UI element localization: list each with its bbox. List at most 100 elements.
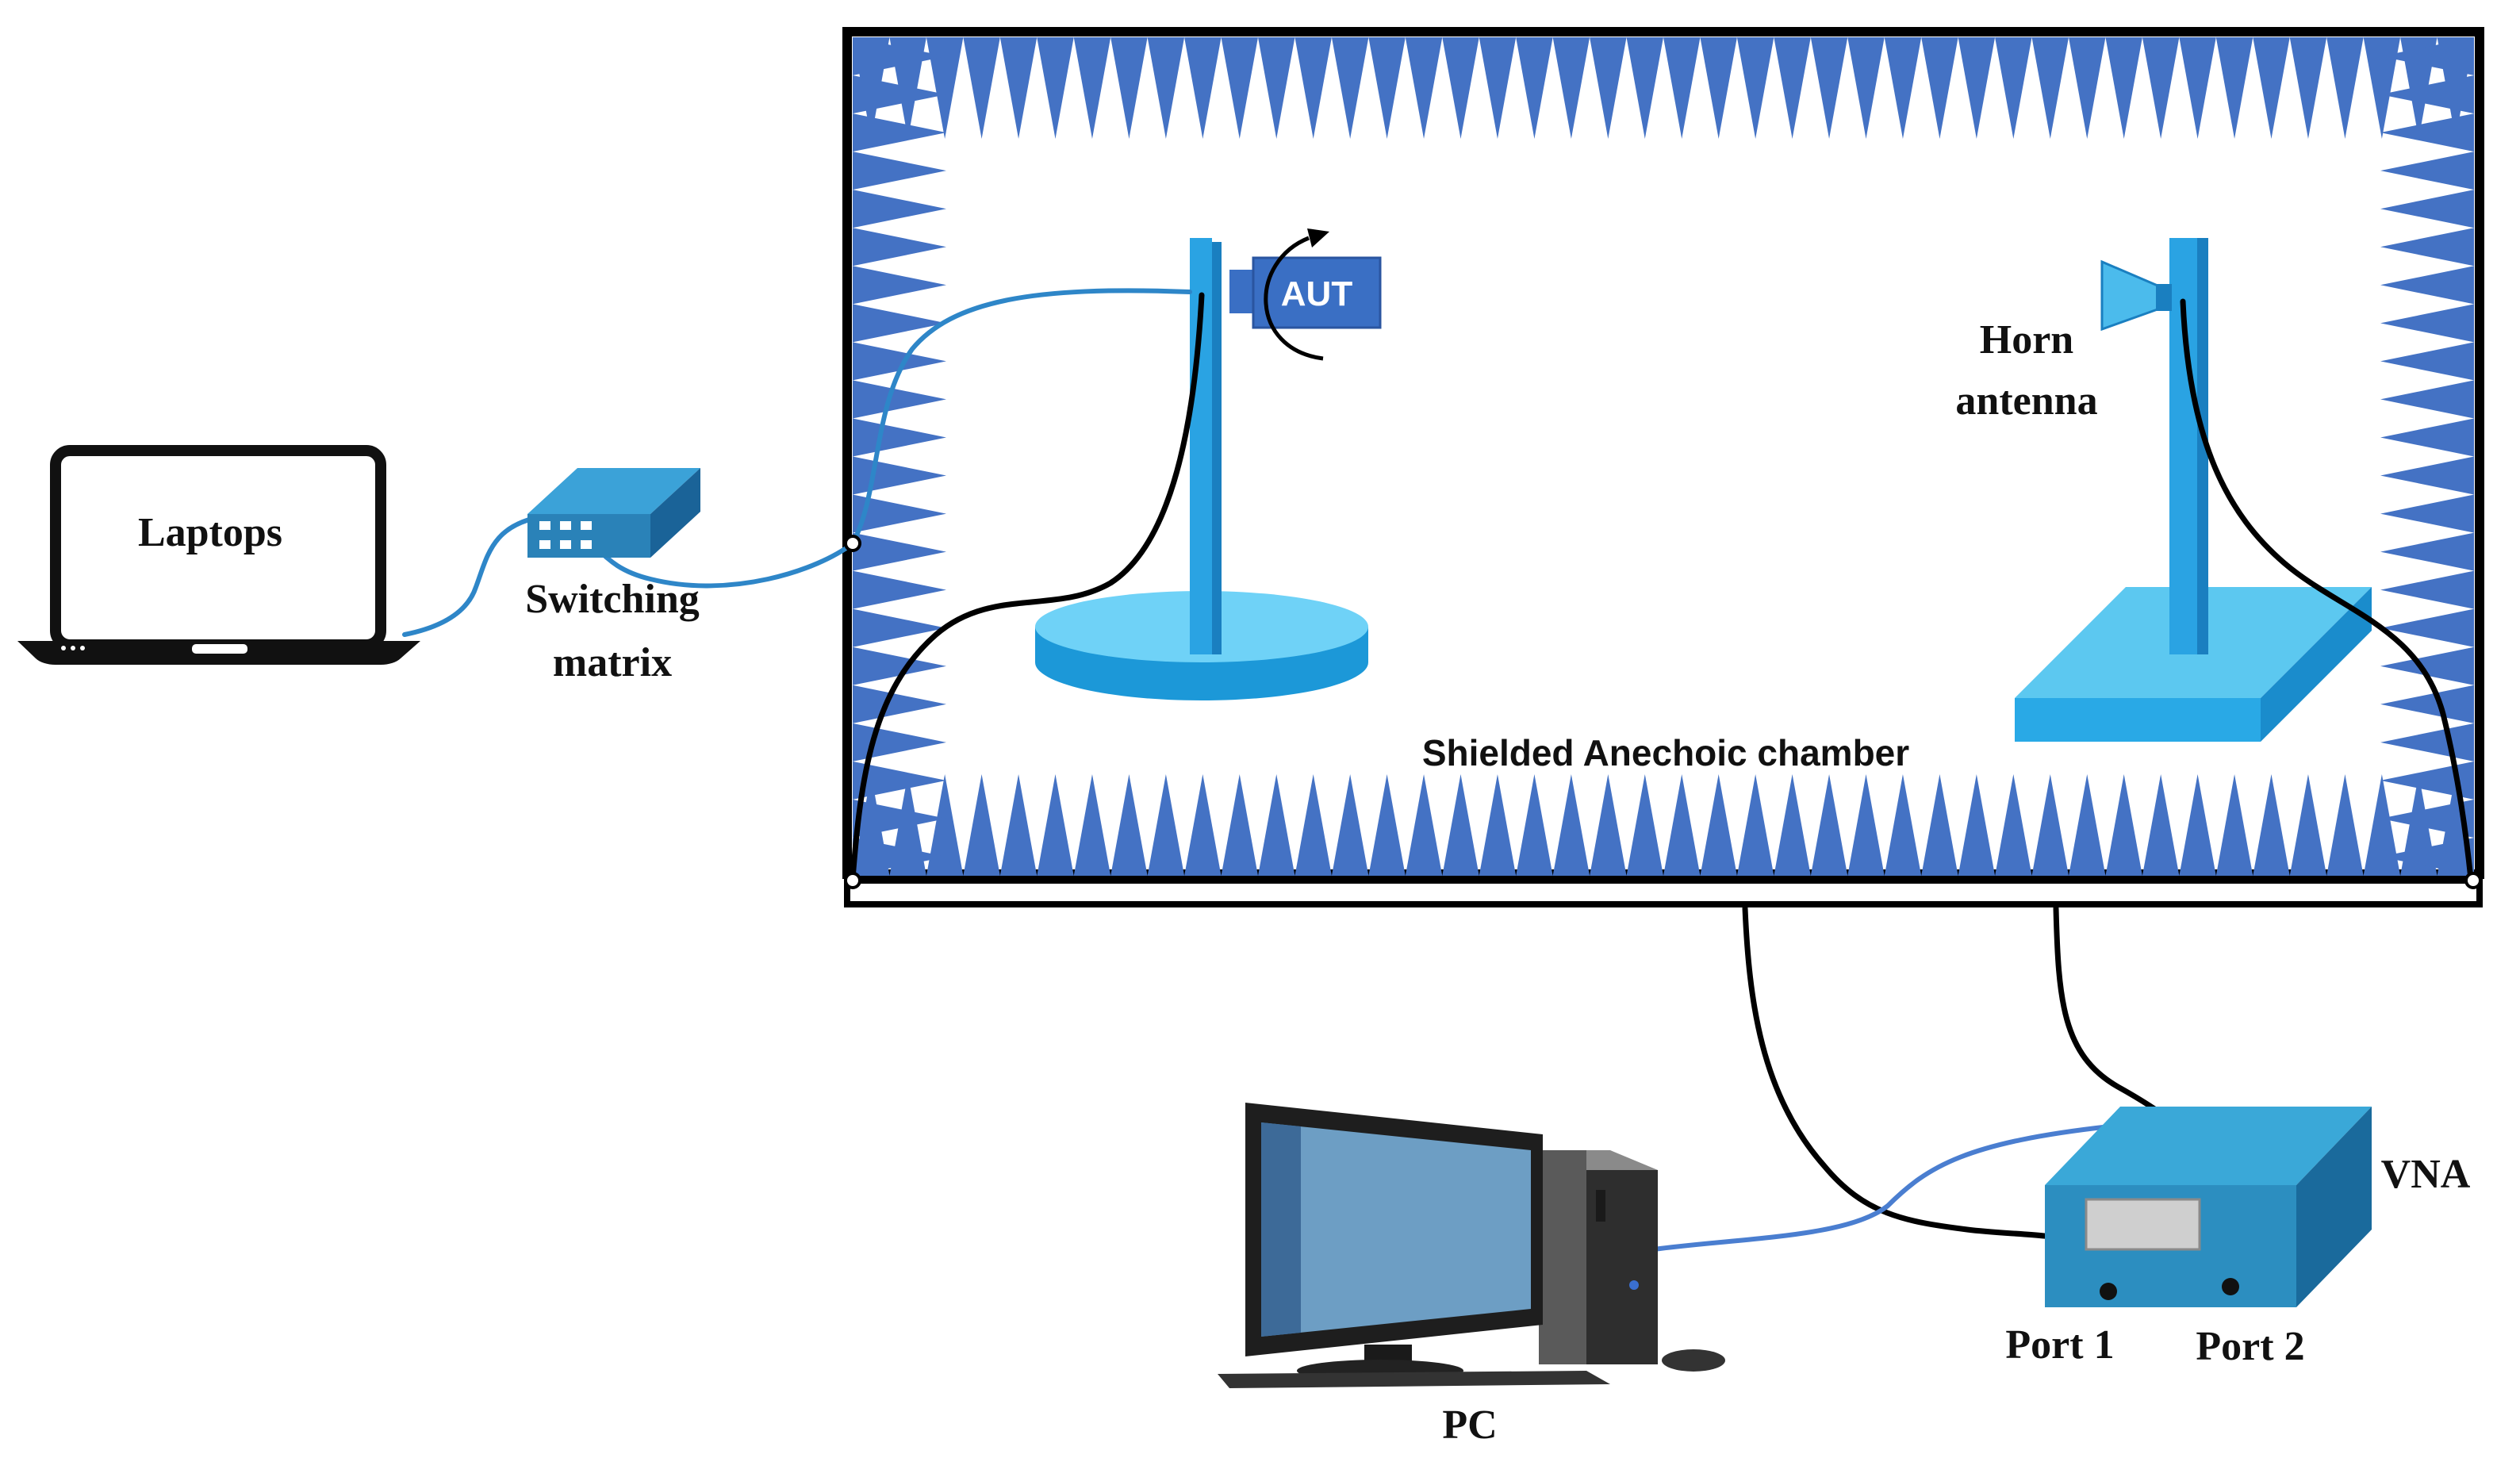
- absorber-cone: [1258, 774, 1295, 876]
- absorber-cone: [1700, 774, 1737, 876]
- absorber-cone: [2289, 37, 2327, 139]
- desktop-pc-icon: [1218, 1103, 1725, 1388]
- horn-label-line1: Horn: [1980, 317, 2074, 363]
- absorber-cone: [1110, 37, 1148, 139]
- absorber-cone: [926, 37, 964, 139]
- absorber-cone: [1221, 774, 1258, 876]
- absorber-cone: [2215, 37, 2253, 139]
- absorber-cone: [2363, 774, 2401, 876]
- absorber-cone: [853, 570, 946, 609]
- absorber-cone: [1921, 774, 1958, 876]
- absorber-cone: [1626, 37, 1663, 139]
- absorber-cone: [2380, 799, 2474, 838]
- absorber-cone: [853, 152, 946, 190]
- chamber-label: Shielded Anechoic chamber: [1422, 732, 1909, 773]
- absorber-cone: [2380, 380, 2474, 419]
- absorber-cone: [2380, 304, 2474, 343]
- absorber-cone: [853, 75, 946, 114]
- port1-label: Port 1: [2005, 1322, 2114, 1368]
- absorber-cone: [2380, 761, 2474, 800]
- horn-to-chamber-cable: [2180, 298, 2474, 882]
- absorber-cone: [1921, 37, 1958, 139]
- absorber-cone: [1037, 774, 1074, 876]
- cables: [402, 288, 2474, 1296]
- switching-label-line2: matrix: [553, 640, 672, 685]
- absorber-cone: [2380, 685, 2474, 723]
- absorber-cone: [2326, 37, 2364, 139]
- absorber-cone: [1442, 37, 1479, 139]
- absorber-cone: [2031, 37, 2069, 139]
- absorber-cone: [1037, 37, 1074, 139]
- absorber-cone: [1884, 37, 1922, 139]
- absorber-cone: [1147, 37, 1185, 139]
- absorber-cone: [2326, 774, 2364, 876]
- aut-to-chamber-cable: [850, 292, 1205, 882]
- absorber-cone: [853, 799, 946, 838]
- vna-display: [2085, 1198, 2201, 1251]
- absorber-cone: [1626, 774, 1663, 876]
- port1-connector: [2100, 1283, 2117, 1300]
- absorber-cone: [999, 37, 1038, 139]
- absorber-cone: [1516, 37, 1553, 139]
- switch-port-lights: [539, 521, 592, 549]
- absorber-cone: [853, 532, 946, 571]
- laptop-icon: [17, 445, 420, 665]
- absorber-cone: [853, 761, 946, 800]
- absorber-cone: [853, 837, 946, 876]
- absorber-cone: [1590, 774, 1627, 876]
- aut-feed-cable: [850, 288, 1192, 546]
- absorber-cone: [1479, 37, 1517, 139]
- anechoic-chamber: [842, 27, 2484, 907]
- absorber-cone: [2380, 152, 2474, 190]
- absorber-cone: [1221, 37, 1258, 139]
- vna-top: [2045, 1107, 2372, 1185]
- absorber-cone: [1995, 37, 2032, 139]
- absorber-cone: [963, 774, 1000, 876]
- absorber-cone: [853, 608, 946, 647]
- port2-connector: [2222, 1278, 2239, 1295]
- absorber-cone: [2142, 774, 2180, 876]
- absorber-cone: [926, 774, 964, 876]
- absorber-cone: [2380, 647, 2474, 685]
- absorber-cone: [853, 113, 946, 152]
- absorber-cone: [1774, 774, 1811, 876]
- vna-side: [2296, 1107, 2372, 1307]
- mouse: [1662, 1349, 1725, 1372]
- absorber-cone: [1810, 774, 1848, 876]
- absorber-cone: [2380, 37, 2474, 76]
- absorber-cone: [1590, 37, 1627, 139]
- absorber-cone: [1184, 774, 1222, 876]
- switching-label-line1: Switching: [525, 577, 700, 622]
- absorber-cone: [1774, 37, 1811, 139]
- absorber-cone: [2380, 837, 2474, 876]
- pc-label: PC: [1442, 1402, 1497, 1448]
- absorber-cone: [1405, 37, 1443, 139]
- port2-label: Port 2: [2196, 1324, 2304, 1369]
- absorber-cone: [2253, 774, 2290, 876]
- absorber-cone: [999, 774, 1038, 876]
- absorber-cone: [1479, 774, 1517, 876]
- rotation-arrow-icon: [1264, 236, 1324, 361]
- absorber-cone: [1995, 774, 2032, 876]
- horn-label-line2: antenna: [1955, 378, 2097, 424]
- absorber-cone: [2380, 494, 2474, 533]
- absorber-cone: [1368, 774, 1406, 876]
- laptop-to-switch-cable: [402, 513, 550, 637]
- absorber-cone: [1516, 774, 1553, 876]
- absorber-cone: [1073, 37, 1111, 139]
- keyboard: [1218, 1371, 1610, 1388]
- absorber-cone: [2380, 608, 2474, 647]
- absorber-cone: [1847, 37, 1885, 139]
- absorber-cone: [853, 342, 946, 381]
- absorber-cone: [2179, 37, 2216, 139]
- absorber-cone: [1736, 37, 1774, 139]
- absorber-cone: [853, 647, 946, 685]
- absorber-cone: [2363, 37, 2401, 139]
- absorber-cone: [2380, 75, 2474, 114]
- vna-label: VNA: [2381, 1152, 2471, 1197]
- absorber-cone: [853, 37, 946, 76]
- absorber-cone: [1331, 774, 1369, 876]
- absorber-cone: [1958, 774, 1996, 876]
- absorber-cone: [853, 228, 946, 267]
- absorber-cone: [2069, 774, 2106, 876]
